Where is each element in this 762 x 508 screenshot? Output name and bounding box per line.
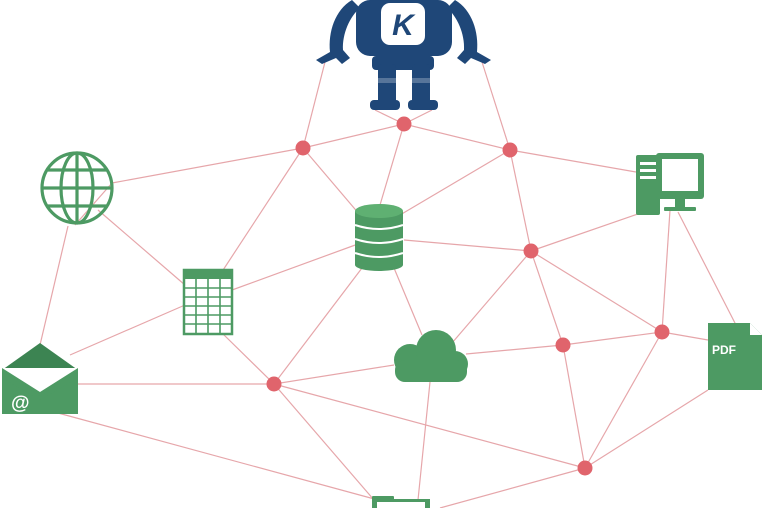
cloud-icon — [394, 330, 468, 382]
edge — [677, 211, 737, 326]
edge — [231, 243, 359, 291]
edge — [451, 250, 532, 344]
edge — [273, 267, 363, 385]
edge — [302, 61, 326, 149]
edge — [302, 147, 361, 216]
edge — [530, 250, 663, 333]
edge — [379, 123, 405, 206]
database-icon — [354, 204, 404, 271]
edge — [584, 331, 663, 469]
robot-icon: K — [316, 0, 491, 110]
network-node — [502, 142, 518, 158]
edge — [417, 381, 431, 501]
edge — [562, 331, 663, 346]
edge — [209, 147, 304, 291]
email-envelope-icon: @ — [2, 343, 78, 414]
edge — [465, 344, 564, 355]
edge — [97, 209, 186, 286]
network-nodes — [266, 116, 670, 476]
edge — [393, 267, 423, 336]
network-node — [266, 376, 282, 392]
desktop-computer-icon — [636, 153, 704, 215]
edge — [509, 149, 637, 173]
spreadsheet-icon — [182, 268, 234, 336]
robot-badge-letter: K — [392, 9, 416, 42]
edge — [562, 344, 586, 469]
network-node — [295, 140, 311, 156]
edge — [661, 331, 709, 341]
network-node — [555, 337, 571, 353]
edge — [74, 182, 113, 226]
edge — [439, 467, 586, 508]
network-node — [523, 243, 539, 259]
network-node — [396, 116, 412, 132]
edge — [221, 332, 275, 385]
network-node — [654, 324, 670, 340]
edge — [273, 364, 395, 385]
edge — [530, 250, 564, 346]
pdf-label: PDF — [712, 343, 736, 357]
network-edges — [39, 61, 737, 508]
network-node — [577, 460, 593, 476]
edge — [39, 225, 69, 346]
edge — [403, 123, 511, 151]
globe-icon — [40, 151, 114, 225]
edge — [273, 383, 375, 501]
robot-badge — [381, 3, 425, 45]
edge — [403, 239, 532, 252]
edge — [69, 304, 186, 356]
edge — [273, 383, 586, 469]
edge — [509, 149, 532, 252]
pdf-document-icon: PDF — [708, 323, 762, 390]
edge — [661, 209, 671, 333]
edge — [481, 61, 511, 151]
edge — [584, 389, 709, 469]
edge — [302, 123, 405, 149]
email-at-symbol: @ — [11, 393, 30, 414]
edge — [57, 412, 379, 501]
edge — [399, 149, 511, 216]
edge — [111, 147, 304, 184]
folder-icon — [372, 496, 430, 508]
